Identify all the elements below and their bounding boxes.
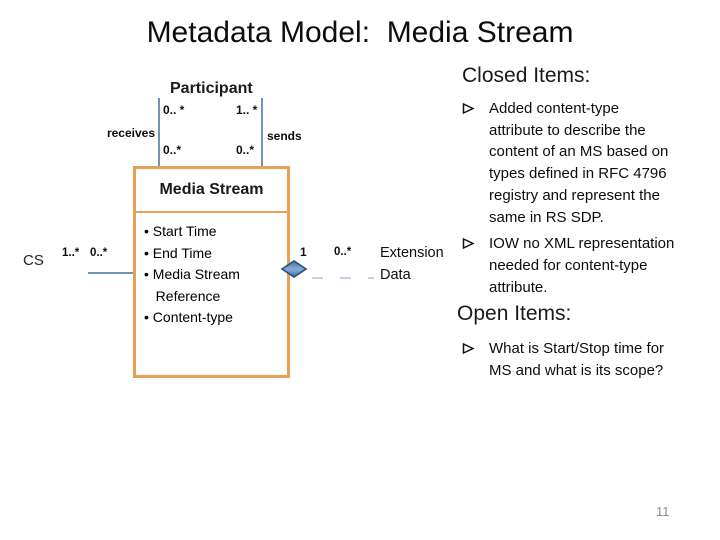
multiplicity-sends-top: 1.. * <box>236 103 258 117</box>
diamond-icon <box>280 259 308 279</box>
extension-dashed-line <box>312 268 374 279</box>
media-stream-class-box: Media Stream • Start Time • End Time • M… <box>133 166 290 378</box>
association-label-sends: sends <box>267 129 302 143</box>
closed-items-list: Added content-type attribute to describe… <box>462 98 707 298</box>
multiplicity-sends-bottom: 0..* <box>236 143 255 157</box>
association-label-receives: receives <box>106 126 155 140</box>
media-stream-attribute-list: • Start Time • End Time • Media Stream R… <box>144 223 240 325</box>
multiplicity-extension-target: 0..* <box>334 246 352 258</box>
multiplicity-receives-top: 0.. * <box>163 103 185 117</box>
participant-class-label: Participant <box>170 80 253 97</box>
list-item: IOW no XML representation needed for con… <box>462 233 707 298</box>
open-items-list: What is Start/Stop time for MS and what … <box>462 338 707 381</box>
closed-items-heading: Closed Items: <box>462 64 591 87</box>
association-line-sends <box>261 98 263 166</box>
slide-page-number: 11 <box>656 504 670 519</box>
open-item-text: What is Start/Stop time for MS and what … <box>489 340 665 379</box>
multiplicity-extension-source: 1 <box>300 245 307 259</box>
slide-title: Metadata Model: Media Stream <box>146 16 574 49</box>
closed-item-text: IOW no XML representation needed for con… <box>489 235 675 296</box>
arrow-bullet-icon <box>462 102 475 120</box>
multiplicity-cs-left: 1..* <box>62 247 80 259</box>
list-item: What is Start/Stop time for MS and what … <box>462 338 707 381</box>
arrow-bullet-icon <box>462 342 475 360</box>
cs-class-label: CS <box>23 252 44 269</box>
media-stream-class-title: Media Stream <box>136 169 287 213</box>
multiplicity-cs-right: 0..* <box>90 247 108 259</box>
list-item: Added content-type attribute to describe… <box>462 98 707 228</box>
extension-data-label: Extension Data <box>380 245 444 283</box>
arrow-bullet-icon <box>462 237 475 255</box>
cs-association-line <box>88 272 133 274</box>
closed-item-text: Added content-type attribute to describe… <box>489 100 669 226</box>
open-items-heading: Open Items: <box>457 302 572 325</box>
multiplicity-receives-bottom: 0..* <box>163 143 182 157</box>
association-line-receives <box>158 98 160 166</box>
